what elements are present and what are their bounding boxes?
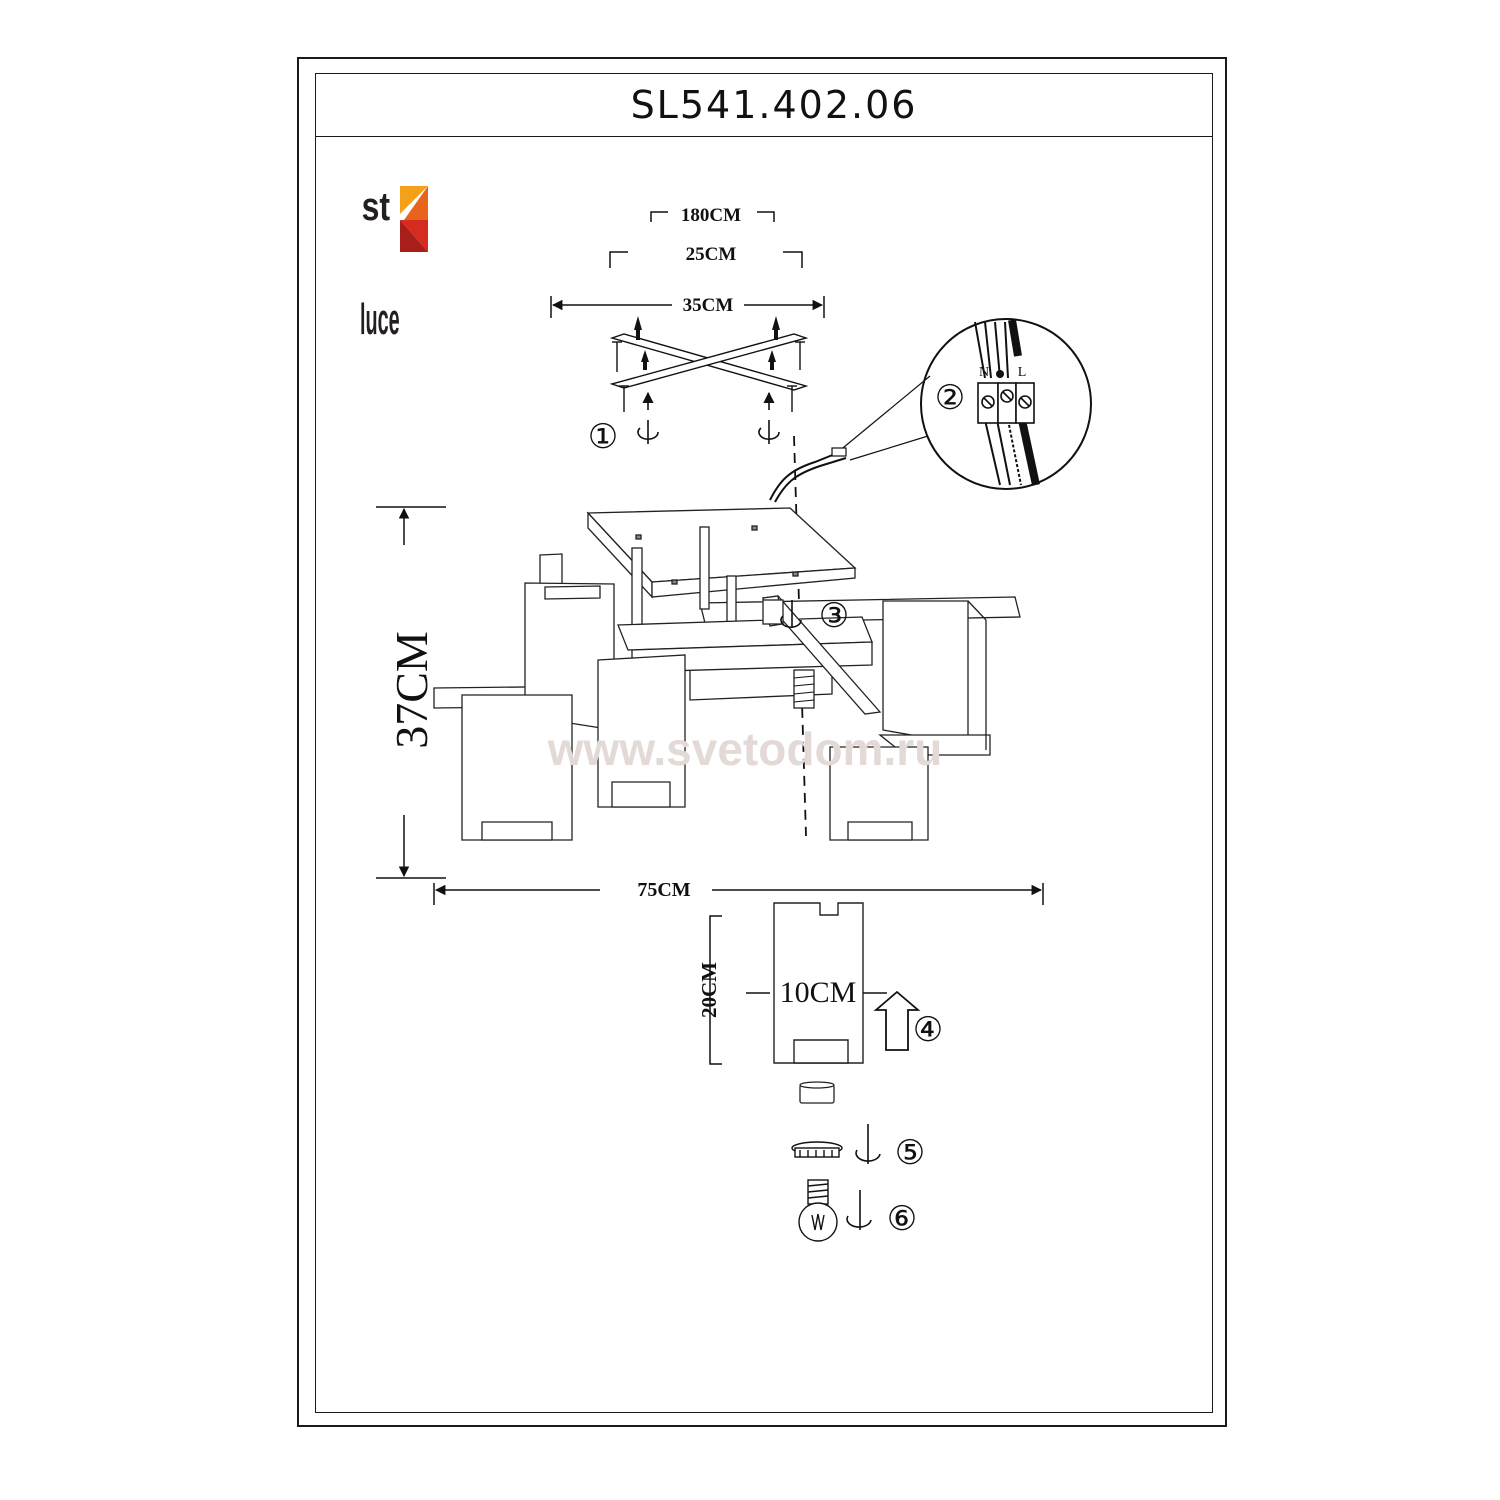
screw-icon [612, 341, 622, 372]
dim-width: 75CM [637, 879, 690, 901]
watermark-text: www.svetodom.ru [547, 723, 942, 775]
mounting-cross-bracket [609, 333, 809, 412]
logo-text-bottom: luce [360, 295, 400, 344]
wall-anchor-icons [634, 316, 780, 370]
logo-darkred-triangle [400, 220, 428, 252]
sheet-inner-frame [315, 73, 1213, 1413]
mount-dimension-lines [550, 211, 825, 318]
logo-orange-triangle-2 [404, 186, 428, 220]
step-5-marker: ⑤ [895, 1135, 925, 1172]
wire-label-neutral: N [979, 365, 989, 380]
wire-label-live: L [1018, 365, 1027, 380]
step4-up-arrow-icon [873, 990, 921, 1051]
dim-shade-height: 20CM [697, 962, 721, 1018]
step6-rotate-icon [846, 1190, 872, 1230]
dim-mount-a: 180CM [681, 205, 741, 226]
screw-icon [787, 385, 797, 412]
logo-text-top: st [362, 184, 390, 229]
lamp-holder-thread [793, 675, 815, 703]
dim-mount-b: 25CM [686, 244, 737, 265]
wiring-detail: N L ② [837, 318, 1092, 490]
model-number: SL541.402.06 [630, 82, 918, 127]
light-bulb-icon [798, 1179, 838, 1242]
logo-orange-triangle [400, 186, 428, 214]
shade-ring [799, 1081, 835, 1104]
dim-height: 37CM [386, 631, 437, 749]
step5-rotate-icon [855, 1124, 881, 1164]
screw-icon [795, 341, 805, 370]
shade-dimensions [709, 915, 887, 1065]
supply-cable [769, 447, 847, 503]
step1-arrows [637, 391, 780, 444]
dim-shade-width: 10CM [780, 976, 857, 1009]
lock-collar-icon [791, 1141, 843, 1158]
step-1-marker: ① [588, 419, 618, 456]
fixture-body [433, 507, 1021, 841]
step-2-marker: ② [935, 380, 965, 417]
sheet-outer-frame [297, 57, 1227, 1427]
step-4-marker: ④ [913, 1012, 943, 1049]
step3-rotate-icon [780, 600, 802, 628]
step-6-marker: ⑥ [887, 1201, 917, 1238]
title-bar: SL541.402.06 [315, 73, 1213, 137]
step-3-marker: ③ [819, 598, 849, 635]
width-dimension [433, 883, 1044, 905]
dim-mount-c: 35CM [683, 295, 734, 316]
st-luce-logo: st luce [360, 184, 428, 344]
screw-icon [619, 385, 629, 412]
shade-detail [773, 902, 864, 1064]
height-dimension [376, 506, 446, 879]
